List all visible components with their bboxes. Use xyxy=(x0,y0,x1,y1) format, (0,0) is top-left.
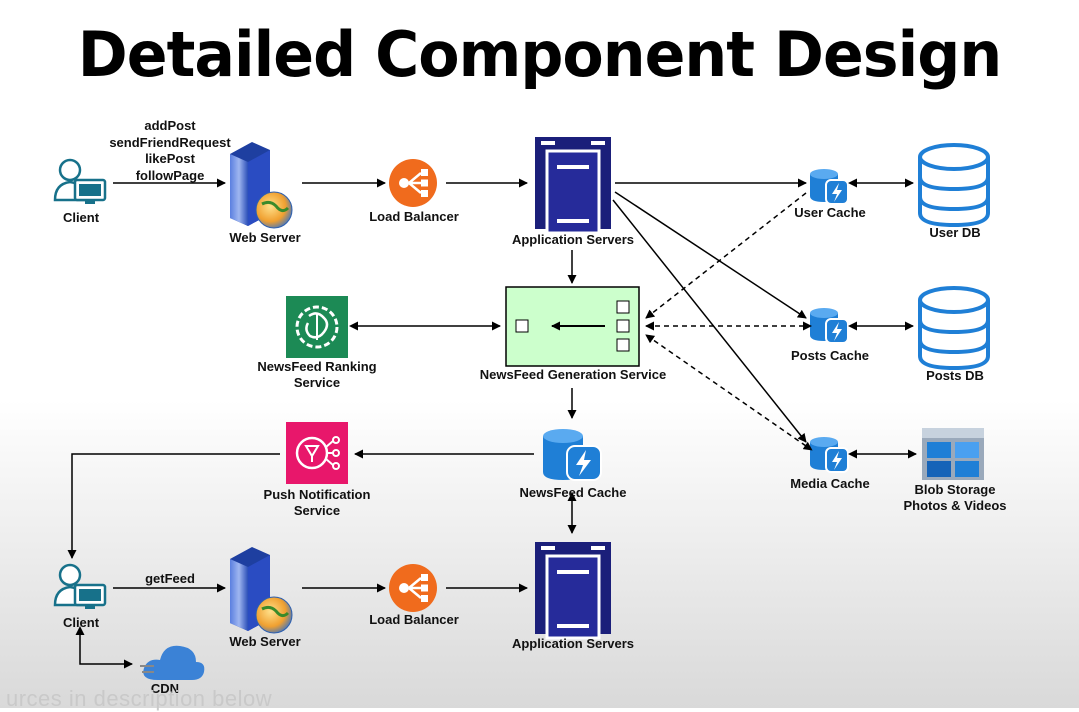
posts-db-icon xyxy=(918,286,990,371)
arrow-push-to-client-bottom xyxy=(67,453,280,559)
push-notification-label-line1: Push Notification xyxy=(263,487,371,502)
ranking-service-icon xyxy=(286,296,348,358)
blob-storage-label-line1: Blob Storage xyxy=(914,482,996,497)
dashed-mediacache-to-generation xyxy=(645,334,813,451)
push-notification-icon xyxy=(286,422,348,484)
web-server-icon-bottom xyxy=(230,547,293,634)
application-servers-icon-bottom xyxy=(535,542,611,640)
description-caption: urces in description below xyxy=(6,686,273,711)
cdn-cloud-icon xyxy=(140,645,205,680)
ranking-service-label-line2: Service xyxy=(293,375,341,390)
load-balancer-icon-top xyxy=(389,159,437,207)
blob-storage-label-line2: Photos & Videos xyxy=(903,498,1007,513)
generation-service-label: NewsFeed Generation Service xyxy=(479,367,667,382)
client-operations-list: addPost sendFriendRequest likePost follo… xyxy=(100,118,240,184)
application-servers-icon-top xyxy=(535,137,611,235)
newsfeed-generation-service-box xyxy=(505,286,640,367)
op-add-post: addPost xyxy=(144,118,196,133)
op-follow-page: followPage xyxy=(135,167,205,183)
arrow-client-cdn xyxy=(75,626,133,669)
blob-storage-icon xyxy=(922,428,984,480)
client-label-top: Client xyxy=(62,210,100,225)
arrow-app-to-postscache xyxy=(614,191,807,319)
app-servers-label-top: Application Servers xyxy=(511,232,635,247)
newsfeed-cache-icon xyxy=(543,429,602,481)
user-cache-label: User Cache xyxy=(794,205,866,220)
load-balancer-label-bottom: Load Balancer xyxy=(369,612,459,627)
page-title: Detailed Component Design xyxy=(77,18,1002,91)
cdn-label: CDN xyxy=(150,681,180,696)
posts-db-label: Posts DB xyxy=(926,368,984,383)
posts-cache-icon xyxy=(810,308,849,344)
load-balancer-label-top: Load Balancer xyxy=(369,209,459,224)
client-label-bottom: Client xyxy=(62,615,100,630)
user-cache-icon xyxy=(810,169,849,205)
media-cache-label: Media Cache xyxy=(790,476,870,491)
ranking-service-label-line1: NewsFeed Ranking xyxy=(257,359,377,374)
user-db-label: User DB xyxy=(929,225,981,240)
posts-cache-label: Posts Cache xyxy=(790,348,870,363)
op-like-post: likePost xyxy=(145,151,195,166)
newsfeed-cache-label: NewsFeed Cache xyxy=(519,485,627,500)
web-server-label-top: Web Server xyxy=(229,230,301,245)
media-cache-icon xyxy=(810,437,849,473)
op-send-friend-request: sendFriendRequest xyxy=(109,134,231,150)
app-servers-label-bottom: Application Servers xyxy=(511,636,635,651)
blob-storage-label: Blob Storage Photos & Videos xyxy=(890,482,1020,514)
connectors xyxy=(67,178,917,669)
web-server-icon-top xyxy=(230,142,293,229)
push-notification-label-line2: Service xyxy=(293,503,341,518)
ranking-service-label: NewsFeed Ranking Service xyxy=(250,359,384,391)
client-icon-bottom xyxy=(53,563,107,609)
dashed-usercache-to-generation xyxy=(645,192,807,319)
get-feed-label: getFeed xyxy=(145,571,195,586)
load-balancer-icon-bottom xyxy=(389,564,437,612)
web-server-label-bottom: Web Server xyxy=(229,634,301,649)
user-db-icon xyxy=(918,143,990,228)
push-notification-label: Push Notification Service xyxy=(250,487,384,519)
client-icon-top xyxy=(53,158,107,204)
